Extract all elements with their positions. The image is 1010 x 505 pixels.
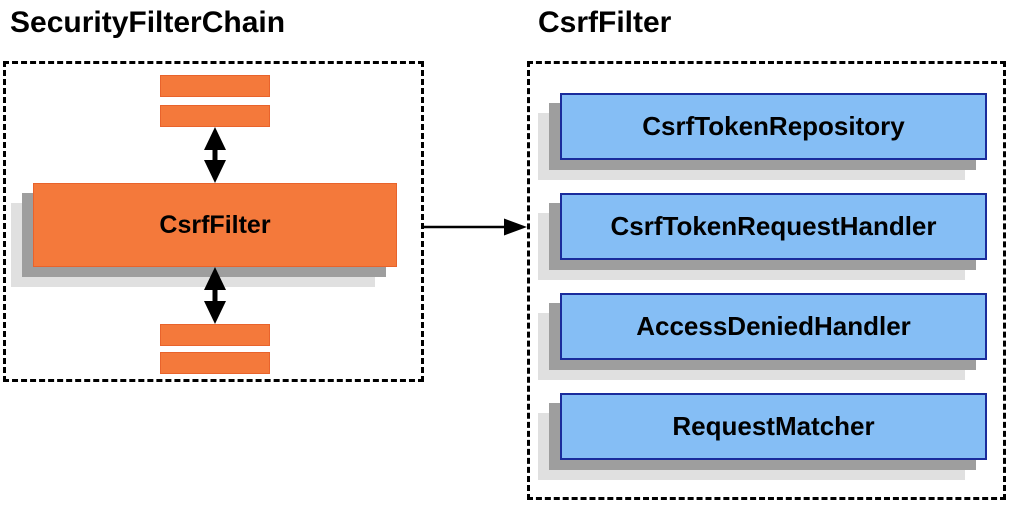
- filter-placeholder-bar: [160, 324, 270, 346]
- component-box-access-denied-handler: AccessDeniedHandler: [560, 293, 987, 360]
- csrf-filter-container: [527, 61, 1006, 500]
- csrf-filter-node-label: CsrfFilter: [159, 210, 271, 239]
- filter-placeholder-bar: [160, 352, 270, 374]
- component-box-csrf-token-repository: CsrfTokenRepository: [560, 93, 987, 160]
- filter-placeholder-bar: [160, 75, 270, 97]
- security-filter-chain-container: [3, 61, 424, 382]
- flow-arrow-icon: [424, 218, 527, 236]
- csrf-filter-node: CsrfFilter: [33, 183, 397, 267]
- component-label: CsrfTokenRequestHandler: [610, 211, 937, 241]
- component-label: RequestMatcher: [672, 411, 875, 441]
- component-label: AccessDeniedHandler: [636, 311, 911, 341]
- filter-placeholder-bar: [160, 105, 270, 127]
- csrf-filter-panel-title: CsrfFilter: [538, 6, 672, 39]
- component-label: CsrfTokenRepository: [642, 111, 905, 141]
- component-box-csrf-token-request-handler: CsrfTokenRequestHandler: [560, 193, 987, 260]
- security-filter-chain-title: SecurityFilterChain: [10, 6, 286, 39]
- component-box-request-matcher: RequestMatcher: [560, 393, 987, 460]
